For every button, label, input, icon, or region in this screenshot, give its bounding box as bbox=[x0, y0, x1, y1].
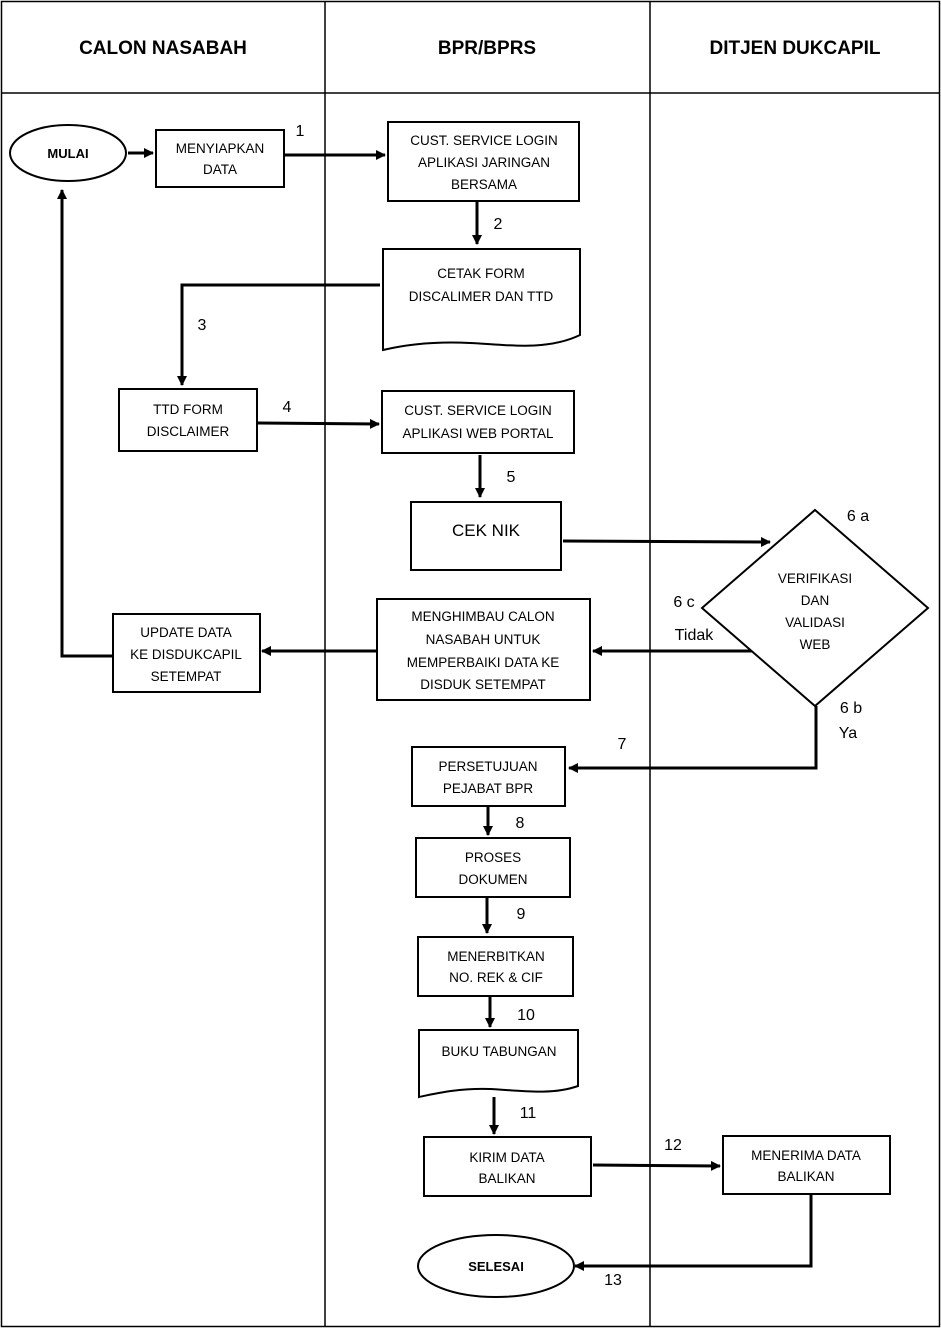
lane-header-bpr: BPR/BPRS bbox=[438, 38, 536, 59]
node-cs-login-jaringan-line3: BERSAMA bbox=[451, 177, 517, 192]
node-mulai: MULAI bbox=[9, 124, 127, 182]
branch-label-tidak: Tidak bbox=[675, 627, 715, 644]
node-menyiapkan-data: MENYIAPKAN DATA bbox=[155, 129, 285, 188]
node-verifikasi-line1: VERIFIKASI bbox=[778, 571, 852, 586]
node-ttd-form-line1: TTD FORM bbox=[153, 402, 223, 417]
step-label-12: 12 bbox=[664, 1137, 682, 1154]
node-kirim-data-line1: KIRIM DATA bbox=[469, 1150, 544, 1165]
node-menerima-data-line2: BALIKAN bbox=[777, 1169, 834, 1184]
node-menerima-data: MENERIMA DATA BALIKAN bbox=[722, 1135, 891, 1195]
node-selesai-label: SELESAI bbox=[468, 1259, 524, 1274]
node-verifikasi-line3: VALIDASI bbox=[785, 615, 845, 630]
edge-12 bbox=[592, 1160, 721, 1171]
node-verifikasi-line4: WEB bbox=[800, 637, 831, 652]
node-buku-tabungan-label: BUKU TABUNGAN bbox=[441, 1044, 556, 1059]
node-menerbitkan-line2: NO. REK & CIF bbox=[449, 970, 543, 985]
edge-13 bbox=[574, 1195, 813, 1271]
lane-header-dukcapil: DITJEN DUKCAPIL bbox=[709, 38, 880, 59]
edge-4 bbox=[257, 418, 380, 429]
node-menghimbau-line4: DISDUK SETEMPAT bbox=[420, 677, 546, 692]
edge-update-to-mulai bbox=[57, 189, 113, 658]
step-label-6c: 6 c bbox=[673, 594, 694, 611]
step-labels: 1 2 3 4 5 6 a 6 c Tidak 6 b Ya 7 8 9 10 … bbox=[198, 123, 870, 1289]
edge-7-ya bbox=[568, 706, 818, 773]
node-persetujuan: PERSETUJUAN PEJABAT BPR bbox=[411, 746, 566, 807]
node-cs-login-jaringan: CUST. SERVICE LOGIN APLIKASI JARINGAN BE… bbox=[387, 121, 580, 202]
node-verifikasi-line2: DAN bbox=[801, 593, 830, 608]
step-label-6a: 6 a bbox=[847, 508, 869, 525]
node-ttd-form-line2: DISCLAIMER bbox=[147, 424, 230, 439]
node-verifikasi: VERIFIKASI DAN VALIDASI WEB bbox=[700, 508, 930, 708]
node-kirim-data: KIRIM DATA BALIKAN bbox=[423, 1136, 592, 1197]
node-update-data: UPDATE DATA KE DISDUKCAPIL SETEMPAT bbox=[112, 613, 261, 693]
node-cetak-form-line1: CETAK FORM bbox=[437, 266, 525, 281]
step-label-1: 1 bbox=[296, 123, 305, 140]
node-proses-dokumen-line1: PROSES bbox=[465, 850, 521, 865]
edge-6a bbox=[562, 536, 771, 547]
node-menghimbau-line1: MENGHIMBAU CALON bbox=[411, 609, 554, 624]
step-label-9: 9 bbox=[517, 906, 526, 923]
node-proses-dokumen: PROSES DOKUMEN bbox=[415, 837, 571, 898]
node-persetujuan-line1: PERSETUJUAN bbox=[438, 759, 537, 774]
node-cetak-form: CETAK FORM DISCALIMER DAN TTD bbox=[382, 248, 581, 352]
node-mulai-label: MULAI bbox=[47, 146, 88, 161]
node-cek-nik: CEK NIK bbox=[410, 501, 562, 571]
node-update-data-line1: UPDATE DATA bbox=[140, 625, 232, 640]
node-cek-nik-label: CEK NIK bbox=[452, 521, 521, 540]
node-cetak-form-line2: DISCALIMER DAN TTD bbox=[409, 289, 554, 304]
step-label-5: 5 bbox=[507, 469, 516, 486]
node-cs-login-web-line2: APLIKASI WEB PORTAL bbox=[402, 426, 554, 441]
step-label-4: 4 bbox=[283, 399, 292, 416]
node-cs-login-web-line1: CUST. SERVICE LOGIN bbox=[404, 403, 552, 418]
step-label-10: 10 bbox=[517, 1007, 535, 1024]
lane-header-calon-nasabah: CALON NASABAH bbox=[79, 38, 247, 59]
node-update-data-line2: KE DISDUKCAPIL bbox=[130, 647, 242, 662]
step-label-2: 2 bbox=[494, 216, 503, 233]
branch-label-ya: Ya bbox=[839, 725, 857, 742]
node-menghimbau-line3: MEMPERBAIKI DATA KE bbox=[407, 655, 560, 670]
node-menghimbau-line2: NASABAH UNTUK bbox=[426, 632, 541, 647]
node-ttd-form: TTD FORM DISCLAIMER bbox=[118, 388, 258, 452]
step-label-8: 8 bbox=[516, 815, 525, 832]
edge-3 bbox=[177, 283, 380, 386]
node-menyiapkan-data-line1: MENYIAPKAN bbox=[176, 141, 265, 156]
step-label-11: 11 bbox=[520, 1105, 537, 1122]
node-menerbitkan-line1: MENERBITKAN bbox=[447, 949, 545, 964]
node-cs-login-jaringan-line2: APLIKASI JARINGAN bbox=[418, 155, 550, 170]
node-selesai: SELESAI bbox=[417, 1234, 575, 1298]
step-label-13: 13 bbox=[604, 1272, 622, 1289]
node-kirim-data-line2: BALIKAN bbox=[478, 1171, 535, 1186]
node-cs-login-web: CUST. SERVICE LOGIN APLIKASI WEB PORTAL bbox=[381, 390, 575, 454]
node-menerima-data-line1: MENERIMA DATA bbox=[751, 1148, 861, 1163]
node-cs-login-jaringan-line1: CUST. SERVICE LOGIN bbox=[410, 133, 558, 148]
node-proses-dokumen-line2: DOKUMEN bbox=[458, 872, 527, 887]
connectors bbox=[57, 148, 818, 1271]
step-label-7: 7 bbox=[618, 736, 627, 753]
node-persetujuan-line2: PEJABAT BPR bbox=[443, 781, 534, 796]
node-menghimbau: MENGHIMBAU CALON NASABAH UNTUK MEMPERBAI… bbox=[376, 598, 591, 701]
node-buku-tabungan: BUKU TABUNGAN bbox=[418, 1029, 579, 1099]
node-menerbitkan: MENERBITKAN NO. REK & CIF bbox=[417, 936, 574, 997]
step-label-6b: 6 b bbox=[840, 700, 862, 717]
node-update-data-line3: SETEMPAT bbox=[151, 669, 222, 684]
step-label-3: 3 bbox=[198, 317, 207, 334]
node-menyiapkan-data-line2: DATA bbox=[203, 162, 237, 177]
